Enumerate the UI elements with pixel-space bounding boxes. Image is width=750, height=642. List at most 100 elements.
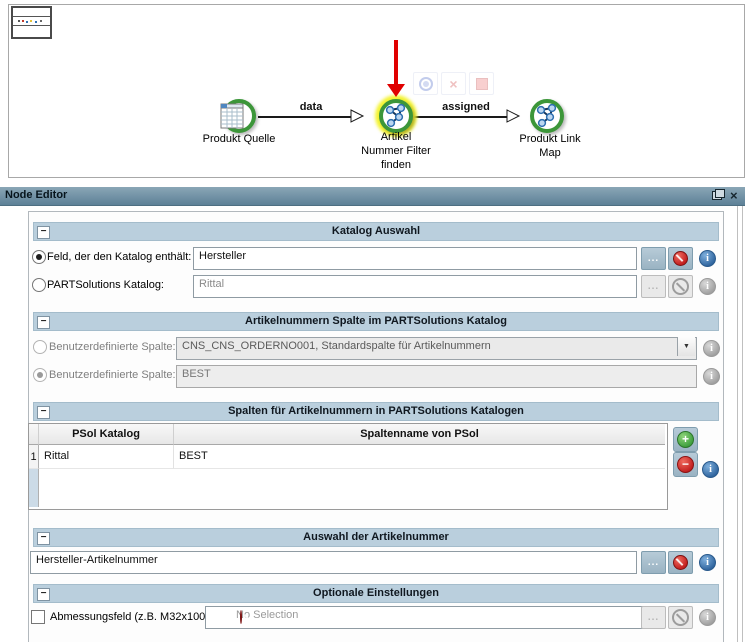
no-entry-icon: [672, 609, 689, 626]
pointer-arrow-head: [387, 84, 405, 97]
node-artikel-label: Artikel Nummer Filter finden: [346, 130, 446, 172]
float-window-icon[interactable]: [712, 189, 725, 200]
table-cell-spaltenname[interactable]: BEST: [174, 445, 665, 469]
arrowhead-icon: [350, 109, 365, 123]
table-cell-katalog[interactable]: Rittal: [39, 445, 174, 469]
reset-icon: [418, 76, 433, 91]
workflow-canvas: data assigned Produkt Quelle: [8, 4, 745, 178]
abmessungsfeld-label: Abmessungsfeld (z.B. M32x100):: [50, 611, 213, 623]
radio-feld-katalog[interactable]: [32, 250, 46, 264]
partsolutions-katalog-label: PARTSolutions Katalog:: [47, 279, 164, 291]
minimap-line: [13, 16, 50, 17]
abmessungsfeld-input[interactable]: No Selection: [205, 606, 659, 629]
browse-button[interactable]: ...: [641, 551, 666, 574]
node-artikel-label-line3: finden: [381, 159, 411, 171]
splitter-line[interactable]: [742, 206, 743, 642]
collapse-icon[interactable]: −: [37, 532, 50, 545]
radio-standard-spalte: [33, 340, 47, 354]
artikelnummer-input[interactable]: Hersteller-Artikelnummer: [30, 551, 637, 574]
column-header-spaltenname[interactable]: Spaltenname von PSol: [174, 424, 665, 445]
minimap-line: [13, 25, 50, 26]
overview-minimap[interactable]: [11, 6, 52, 39]
partsolutions-katalog-input[interactable]: Rittal: [193, 275, 637, 298]
info-icon-disabled: i: [703, 368, 720, 385]
section-spalte-title: Artikelnummern Spalte im PARTSolutions K…: [245, 315, 507, 327]
edge-assigned: [413, 116, 507, 118]
spreadsheet-icon: [220, 103, 244, 129]
edge-data-label: data: [299, 101, 323, 113]
node-editor-titlebar[interactable]: Node Editor ×: [0, 187, 745, 206]
row-number-cell: 1: [29, 445, 39, 469]
section-katalog-title: Katalog Auswahl: [331, 225, 421, 237]
node-link-label-line2: Map: [539, 147, 561, 159]
no-entry-icon: [673, 555, 688, 570]
radio-partsolutions-katalog[interactable]: [32, 278, 46, 292]
spalte-dropdown[interactable]: CNS_CNS_ORDERNO001, Standardspalte für A…: [176, 337, 697, 360]
splitter-line[interactable]: [737, 206, 738, 642]
clear-button[interactable]: [668, 551, 693, 574]
pointer-arrow: [394, 40, 398, 85]
browse-button[interactable]: ...: [641, 247, 666, 270]
abmessungsfeld-checkbox[interactable]: [31, 610, 45, 624]
benutzerdefinierte-spalte-input: BEST: [176, 365, 697, 388]
info-icon[interactable]: i: [699, 250, 716, 267]
close-icon[interactable]: ×: [730, 188, 738, 203]
column-header-psol-katalog[interactable]: PSol Katalog: [39, 424, 174, 445]
remove-icon: −: [677, 456, 694, 473]
radio-benutzerdefinierte-spalte: [33, 368, 47, 382]
add-row-button[interactable]: +: [673, 427, 698, 452]
node-produkt-link-map-label: Produkt Link Map: [500, 132, 600, 160]
info-icon[interactable]: i: [699, 554, 716, 571]
panel-title: Node Editor: [5, 189, 68, 201]
table-corner-cell: [29, 424, 39, 445]
info-icon[interactable]: i: [702, 461, 719, 478]
add-icon: +: [677, 431, 694, 448]
browse-button-disabled: ...: [641, 606, 666, 629]
section-katalog-auswahl: − Katalog Auswahl: [33, 222, 719, 241]
collapse-icon[interactable]: −: [37, 316, 50, 329]
section-artikelnummern-spalte: − Artikelnummern Spalte im PARTSolutions…: [33, 312, 719, 331]
cancel-icon: ×: [449, 75, 458, 92]
katalog-spalten-table: PSol Katalog Spaltenname von PSol 1 Ritt…: [28, 423, 668, 510]
dropdown-button[interactable]: ▼: [677, 337, 695, 356]
cancel-button[interactable]: ×: [441, 72, 466, 95]
no-selection-text: No Selection: [236, 609, 299, 621]
section-spalten-tabelle: − Spalten für Artikelnummern in PARTSolu…: [33, 402, 719, 421]
node-link-label-line1: Produkt Link: [519, 133, 581, 145]
stop-button[interactable]: [469, 72, 494, 95]
browse-button-disabled: ...: [641, 275, 666, 298]
collapse-icon[interactable]: −: [37, 226, 50, 239]
collapse-icon[interactable]: −: [37, 406, 50, 419]
clear-button-disabled: [668, 606, 693, 629]
section-optionale-einstellungen: − Optionale Einstellungen: [33, 584, 719, 603]
info-icon-disabled: i: [703, 340, 720, 357]
collapse-icon[interactable]: −: [37, 588, 50, 601]
row-header-strip: [29, 469, 39, 507]
info-icon-disabled: i: [699, 609, 716, 626]
section-optional-title: Optionale Einstellungen: [313, 587, 439, 599]
node-action-toolbar: ×: [413, 72, 494, 95]
clear-button[interactable]: [668, 247, 693, 270]
network-icon: [385, 103, 406, 128]
feld-katalog-input[interactable]: Hersteller: [193, 247, 637, 270]
reset-button[interactable]: [413, 72, 438, 95]
remove-row-button[interactable]: −: [673, 452, 698, 477]
info-icon-disabled: i: [699, 278, 716, 295]
standard-spalte-label: Benutzerdefinierte Spalte:: [49, 341, 176, 353]
chevron-down-icon: ▼: [683, 343, 690, 350]
node-produkt-quelle[interactable]: [220, 99, 256, 133]
section-tabelle-title: Spalten für Artikelnummern in PARTSoluti…: [228, 405, 524, 417]
node-produkt-quelle-label: Produkt Quelle: [202, 133, 276, 145]
no-selection-icon: [240, 610, 242, 624]
clear-button-disabled: [668, 275, 693, 298]
section-auswahl-title: Auswahl der Artikelnummer: [303, 531, 449, 543]
node-produkt-link-map[interactable]: [530, 99, 564, 133]
feld-katalog-label: Feld, der den Katalog enthält:: [47, 251, 192, 263]
minimap-nodes: [18, 20, 20, 22]
node-artikel-nummer-filter[interactable]: [379, 99, 413, 133]
edge-assigned-label: assigned: [442, 101, 490, 113]
arrowhead-icon: [506, 109, 521, 123]
node-artikel-label-line2: Nummer Filter: [361, 145, 431, 157]
edge-data: [258, 116, 352, 118]
